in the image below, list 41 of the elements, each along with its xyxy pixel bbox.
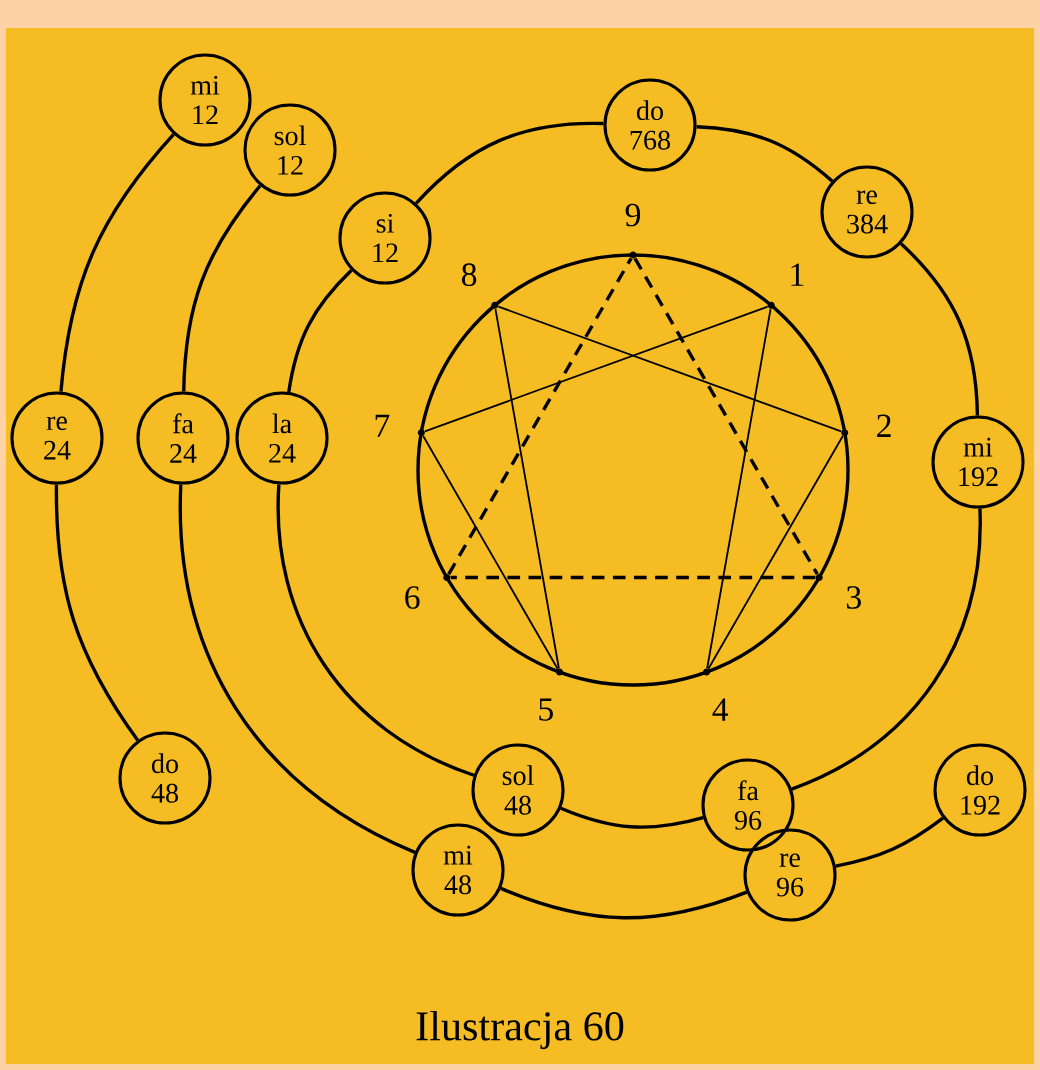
point-number: 2 [877, 414, 891, 437]
enneagram-point [841, 429, 849, 437]
enneagram-line [706, 308, 772, 670]
enneagram-point [556, 668, 563, 676]
enneagram-point [417, 429, 425, 437]
enneagram-point [767, 301, 775, 309]
connecting-arc [59, 133, 175, 392]
point-number: 8 [461, 263, 477, 287]
connecting-arc [696, 125, 834, 183]
enneagram-line [494, 308, 560, 670]
point-number: 1 [791, 263, 804, 286]
enneagram-point [703, 668, 710, 676]
caption: Ilustracja 60 [416, 1010, 624, 1050]
enneagram-line [497, 305, 843, 433]
connecting-arc [276, 484, 475, 777]
connecting-arc [835, 816, 944, 868]
point-number: 4 [712, 698, 729, 721]
enneagram-point [629, 251, 637, 259]
enneagram-line [423, 305, 769, 433]
point-number: 7 [375, 414, 390, 437]
connecting-arc [179, 484, 416, 854]
connecting-arc [899, 242, 980, 416]
connecting-arc [182, 184, 262, 392]
point-number: 5 [539, 698, 553, 721]
enneagram-point [443, 574, 451, 581]
point-number: 3 [847, 586, 861, 609]
connecting-arc [414, 121, 604, 205]
connecting-arc [287, 269, 353, 393]
enneagram-line [707, 435, 844, 670]
point-number: 6 [405, 586, 420, 609]
enneagram-point [491, 301, 499, 309]
connecting-arc [54, 484, 140, 742]
enneagram-line [422, 435, 559, 670]
connecting-arc [560, 806, 704, 829]
point-number: 9 [625, 203, 641, 227]
enneagram-point [815, 574, 823, 581]
connecting-arc [500, 886, 748, 920]
connecting-arc [791, 508, 982, 791]
enneagram-line [450, 575, 816, 580]
enneagram-line [447, 257, 633, 576]
enneagram-line [633, 257, 819, 576]
